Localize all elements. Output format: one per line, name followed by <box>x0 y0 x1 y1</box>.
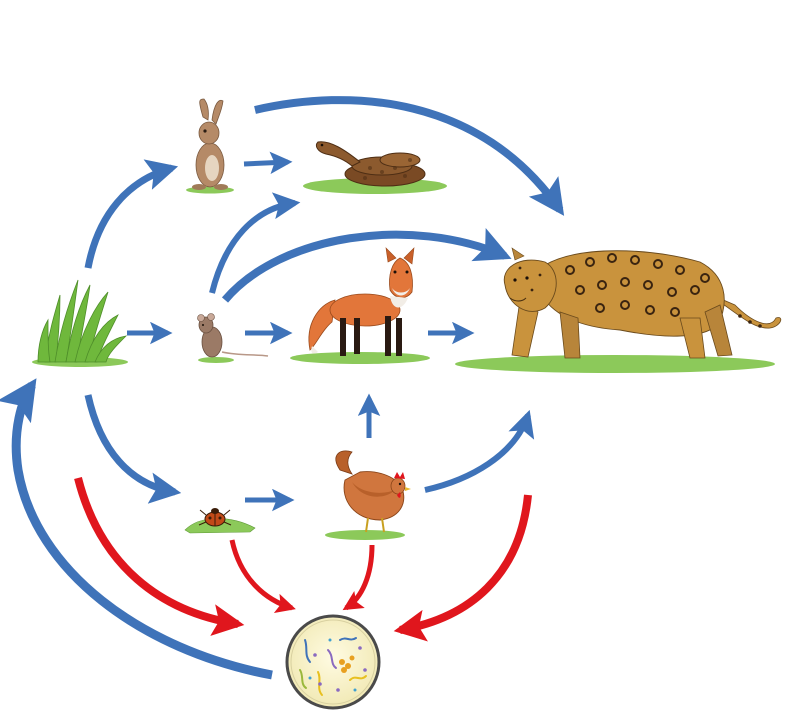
arrow-grass-to-rabbit <box>84 159 179 269</box>
beetle-icon <box>184 508 256 534</box>
arrow-leopard-to-decomposers <box>393 494 532 642</box>
arrow-grass-to-beetle <box>84 394 182 504</box>
leopard-icon <box>455 247 782 373</box>
arrow-grass-to-decomposers <box>74 477 245 636</box>
fox-icon <box>290 247 430 364</box>
rabbit-icon <box>186 98 234 194</box>
grass-icon <box>32 279 128 367</box>
snake-icon <box>303 141 447 194</box>
microbes-icon <box>285 614 381 710</box>
arrow-hen-to-decomposers <box>342 544 375 611</box>
arrow-hen-to-leopard <box>424 409 535 493</box>
arrow-decomposers-to-grass <box>0 378 273 680</box>
mouse-icon <box>197 313 269 363</box>
arrow-rabbit-to-snake <box>243 151 293 175</box>
arrow-mouse-to-snake <box>209 192 301 294</box>
arrows-layer <box>0 96 565 680</box>
arrow-beetle-to-decomposers <box>229 539 296 614</box>
arrow-mouse-to-leopard <box>221 228 512 303</box>
hen-icon <box>325 450 411 540</box>
arrow-rabbit-to-leopard <box>254 96 565 216</box>
